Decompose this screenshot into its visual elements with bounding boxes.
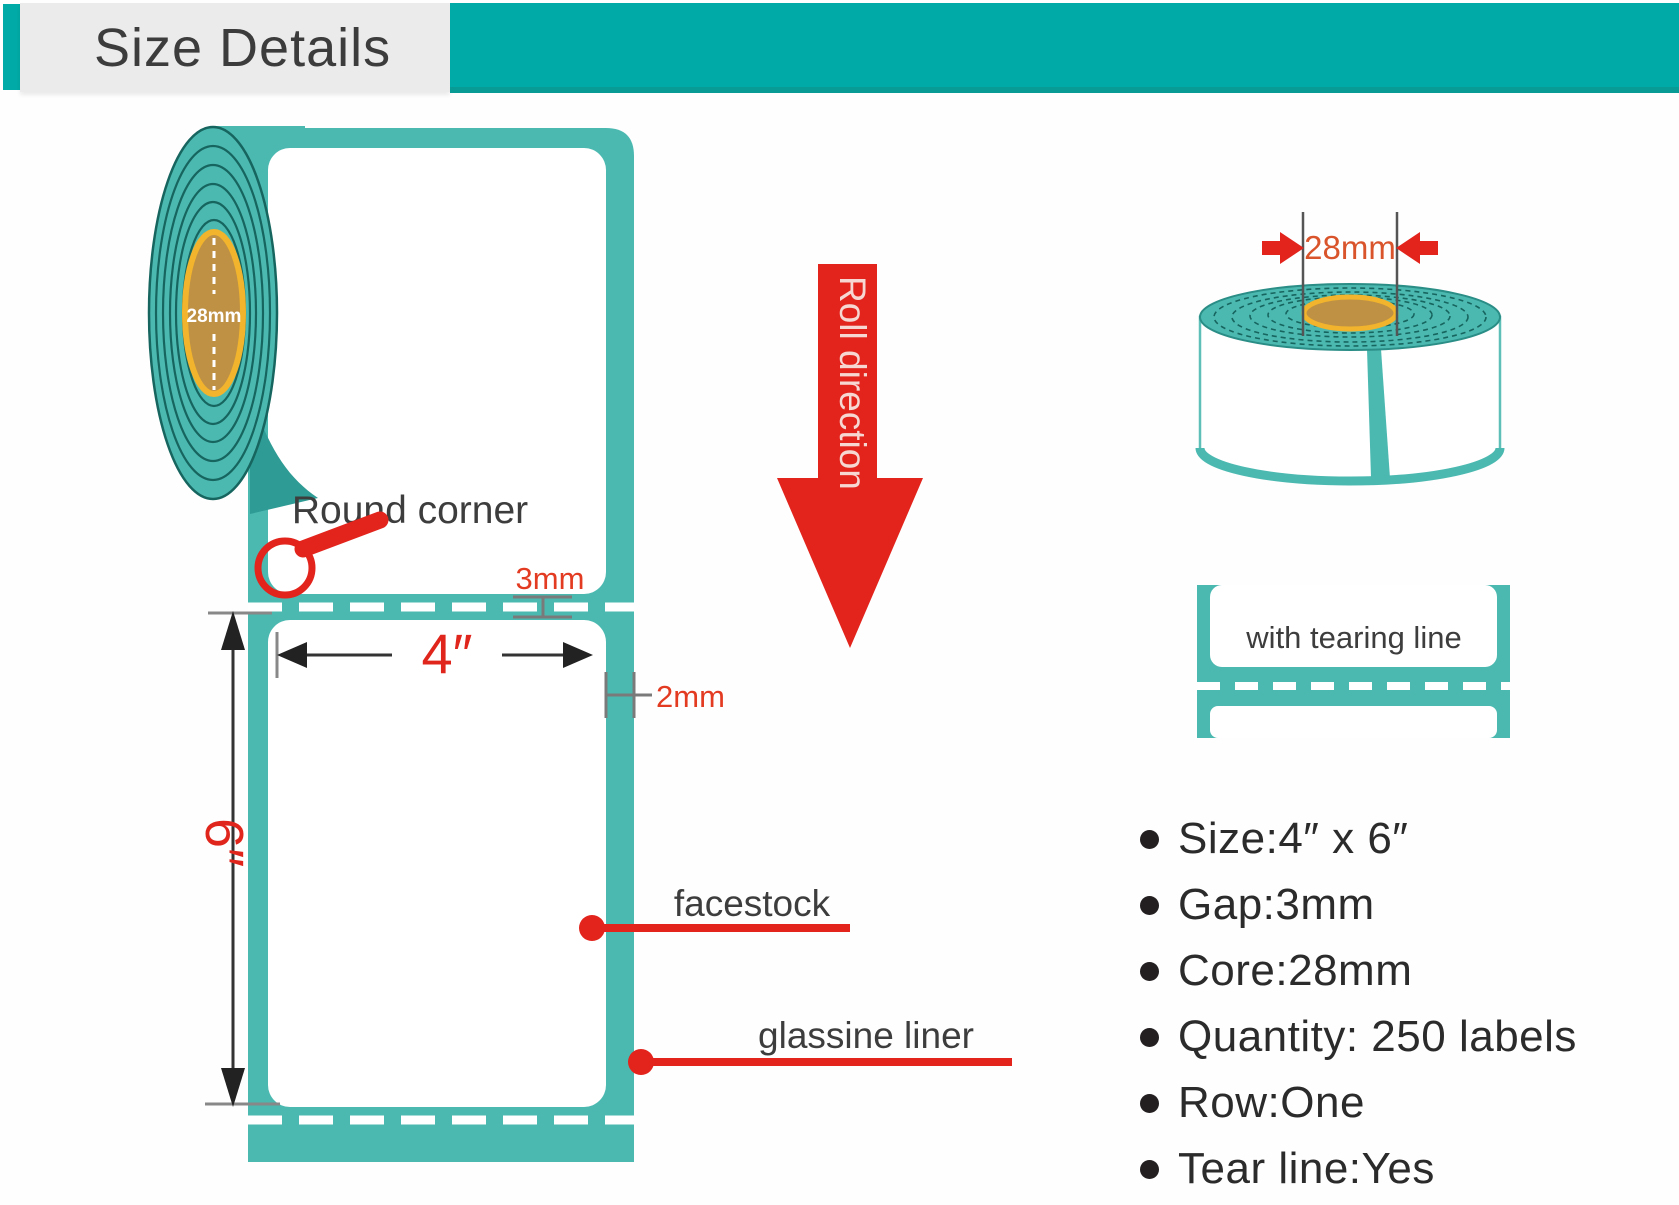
- label-roll: 28mm: [147, 125, 279, 501]
- spec-list: Size:4″ x 6″ Gap:3mm Core:28mm Quantity:…: [1140, 814, 1577, 1194]
- tear-strip-diagram: with tearing line: [1197, 585, 1510, 738]
- roll-shadow: [250, 392, 318, 514]
- down-arrow-icon: [777, 264, 923, 648]
- bullet-icon: [1140, 829, 1159, 849]
- tear-strip-label-top: [1210, 585, 1497, 667]
- glassine-dot: [628, 1049, 654, 1075]
- round-corner-callout: Round corner: [254, 489, 528, 599]
- gap-dimension: 3mm: [513, 561, 585, 619]
- roll-top-core: [1301, 294, 1399, 332]
- header-title-box: Size Details: [20, 3, 450, 92]
- magnifier-handle: [294, 511, 389, 558]
- tear-strip-label-bottom: [1210, 706, 1497, 738]
- roll-ring: [154, 144, 272, 482]
- spec-quantity: Quantity: 250 labels: [1178, 1012, 1577, 1061]
- glassine-liner-label: glassine liner: [758, 1015, 974, 1056]
- facestock-callout: facestock: [579, 883, 850, 941]
- bullet-icon: [1140, 1093, 1159, 1113]
- spec-core: Core:28mm: [1178, 946, 1413, 995]
- list-item: Size:4″ x 6″: [1140, 814, 1577, 864]
- roll-body-gap-stripe: [1367, 349, 1390, 478]
- list-item: Core:28mm: [1140, 946, 1577, 996]
- roll-body-rim: [1195, 447, 1505, 486]
- magnifier-icon: [254, 537, 316, 599]
- roll-top-ring: [1213, 287, 1487, 347]
- width-dimension: 4″: [275, 622, 593, 685]
- gap-label: 3mm: [516, 561, 585, 596]
- page-title: Size Details: [94, 17, 392, 78]
- header-band: [450, 3, 1679, 93]
- arrow-right-icon: [563, 642, 593, 668]
- list-item: Tear line:Yes: [1140, 1144, 1577, 1194]
- arrow-up-icon: [221, 611, 245, 650]
- facestock-label: facestock: [674, 883, 831, 924]
- height-dimension: 6″: [194, 611, 280, 1107]
- label-main: [268, 620, 606, 1107]
- spec-row: Row:One: [1178, 1078, 1365, 1127]
- facestock-dot: [579, 915, 605, 941]
- bullet-icon: [1140, 895, 1159, 915]
- spec-gap: Gap:3mm: [1178, 880, 1375, 929]
- roll-ring: [168, 182, 258, 444]
- roll-ring: [161, 163, 265, 463]
- list-item: Row:One: [1140, 1078, 1577, 1128]
- label-top: [268, 148, 606, 594]
- roll-ring: [174, 200, 252, 426]
- arrow-left-icon: [1396, 232, 1438, 264]
- tear-strip-label: with tearing line: [1245, 620, 1461, 655]
- arrow-right-icon: [1262, 232, 1304, 264]
- edge-label: 2mm: [656, 679, 725, 714]
- roll-top-view: 28mm: [1195, 212, 1505, 486]
- spec-tear-line: Tear line:Yes: [1178, 1144, 1435, 1193]
- roll-direction-label: Roll direction: [832, 276, 873, 490]
- bullet-icon: [1140, 961, 1159, 981]
- height-label: 6″: [194, 818, 254, 867]
- roll-top-ring: [1267, 296, 1433, 334]
- roll-core-label: 28mm: [187, 306, 242, 327]
- arrow-left-icon: [277, 642, 307, 668]
- spec-size: Size:4″ x 6″: [1178, 814, 1409, 863]
- roll-top-ring: [1231, 291, 1469, 343]
- roll-core: [182, 229, 246, 397]
- header-accent-bar: [3, 4, 20, 90]
- edge-dimension: 2mm: [604, 672, 725, 718]
- list-item: Quantity: 250 labels: [1140, 1012, 1577, 1062]
- bullet-icon: [1140, 1159, 1159, 1179]
- list-item: Gap:3mm: [1140, 880, 1577, 930]
- arrow-down-icon: [221, 1068, 245, 1107]
- round-corner-label: Round corner: [292, 489, 528, 532]
- core-size-label: 28mm: [1304, 229, 1396, 266]
- glassine-liner-callout: glassine liner: [628, 1015, 1012, 1075]
- width-label: 4″: [422, 622, 473, 685]
- bullet-icon: [1140, 1027, 1159, 1047]
- roll-direction-arrow: Roll direction: [777, 264, 923, 648]
